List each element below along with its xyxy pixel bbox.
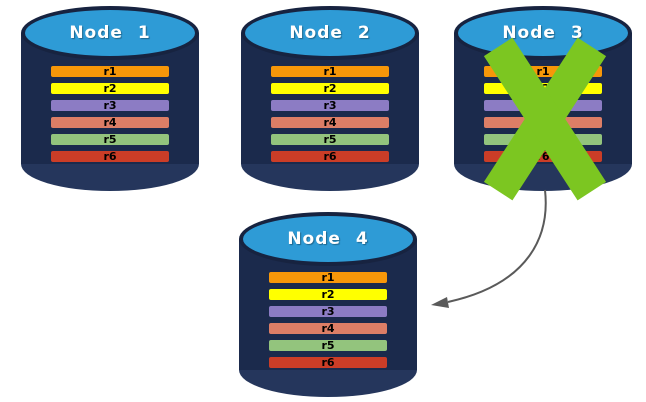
node-1: Node 1 r1 r2 r3 r4 r5 r6 [21, 6, 199, 191]
record-bar-r2: r2 [270, 82, 390, 95]
node-label: Node 4 [287, 229, 369, 249]
cylinder-top: Node 1 [21, 6, 199, 60]
arrow-curve [447, 189, 547, 303]
record-bar-r4: r4 [270, 116, 390, 129]
record-bar-r3: r3 [50, 99, 170, 112]
record-bar-r2: r2 [50, 82, 170, 95]
record-bar-r1: r1 [270, 65, 390, 78]
records-stack: r1 r2 r3 r4 r5 r6 [50, 65, 170, 163]
record-bar-r5: r5 [50, 133, 170, 146]
node-label: Node 3 [502, 23, 584, 43]
record-bar-r3: r3 [270, 99, 390, 112]
node-label: Node 2 [289, 23, 371, 43]
record-bar-r4: r4 [268, 322, 388, 335]
record-bar-r3: r3 [268, 305, 388, 318]
arrow-head [431, 297, 449, 308]
records-stack: r1 r2 r3 r4 r5 r6 [270, 65, 390, 163]
record-bar-r1: r1 [268, 271, 388, 284]
cylinder-top: Node 3 [454, 6, 632, 60]
cylinder-top: Node 2 [241, 6, 419, 60]
node-4: Node 4 r1 r2 r3 r4 r5 r6 [239, 212, 417, 397]
record-bar-r2: r2 [268, 288, 388, 301]
node-2: Node 2 r1 r2 r3 r4 r5 r6 [241, 6, 419, 191]
record-bar-r6: r6 [270, 150, 390, 163]
record-bar-r6: r6 [50, 150, 170, 163]
record-bar-r5: r5 [270, 133, 390, 146]
failure-x-icon [483, 37, 607, 201]
record-bar-r6: r6 [268, 356, 388, 369]
cylinder-top: Node 4 [239, 212, 417, 266]
record-bar-r5: r5 [268, 339, 388, 352]
records-stack: r1 r2 r3 r4 r5 r6 [268, 271, 388, 369]
record-bar-r1: r1 [50, 65, 170, 78]
node-label: Node 1 [69, 23, 151, 43]
record-bar-r4: r4 [50, 116, 170, 129]
